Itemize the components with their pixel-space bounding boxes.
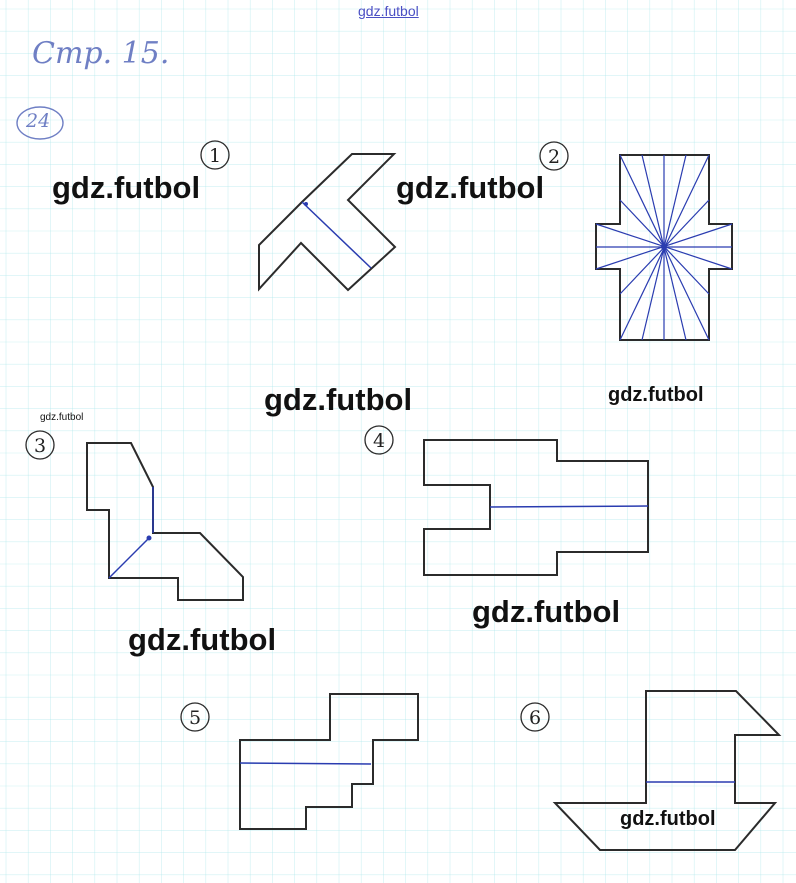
watermark: gdz.futbol xyxy=(608,384,704,406)
figure-1-outline xyxy=(258,153,397,292)
handwritten-task-number: 24 xyxy=(26,110,51,132)
figure-2: 2 xyxy=(539,141,733,341)
figure-1: 1 xyxy=(200,140,397,292)
watermark: gdz.futbol xyxy=(264,382,413,417)
watermark: gdz.futbol xyxy=(620,808,716,830)
figure-2-center-dot xyxy=(661,244,667,250)
figure-4-number xyxy=(364,425,394,455)
watermark: gdz.futbol xyxy=(396,170,545,205)
watermark-top: gdz.futbol xyxy=(358,3,419,19)
figure-2-number-text: 2 xyxy=(548,146,560,168)
figure-5-number-text: 5 xyxy=(189,707,201,729)
figure-5-number xyxy=(180,702,210,732)
figure-6-number-text: 6 xyxy=(529,707,541,729)
figure-2-number xyxy=(539,141,569,171)
figure-5: 5 xyxy=(180,693,419,830)
figure-4: 4 xyxy=(364,425,649,576)
figure-1-dot xyxy=(304,202,308,206)
figure-5-outline xyxy=(239,693,419,830)
figure-6-number xyxy=(520,702,550,732)
watermark: gdz.futbol xyxy=(472,594,621,629)
figure-5-cut-line xyxy=(239,762,372,765)
figure-1-cut-line xyxy=(301,201,372,269)
watermark: gdz.futbol xyxy=(128,622,277,657)
figure-4-cut-line xyxy=(489,505,649,508)
figure-3-number xyxy=(25,430,55,460)
watermark: gdz.futbol xyxy=(52,170,201,205)
figure-1-number xyxy=(200,140,230,170)
figure-4-outline xyxy=(423,439,649,576)
figure-6-outline xyxy=(552,690,782,851)
task-number-circle xyxy=(16,106,64,140)
figure-3-number-text: 3 xyxy=(34,435,46,457)
figure-6: 6 xyxy=(520,690,782,851)
handwritten-page-ref: Стр. 15. xyxy=(32,36,170,71)
figure-1-number-text: 1 xyxy=(209,145,221,167)
figure-4-number-text: 4 xyxy=(373,430,385,452)
figure-3: 3 xyxy=(25,430,244,601)
watermark: gdz.futbol xyxy=(40,412,84,423)
figure-3-cut-line-b xyxy=(108,536,151,579)
figure-3-dot xyxy=(146,535,152,541)
